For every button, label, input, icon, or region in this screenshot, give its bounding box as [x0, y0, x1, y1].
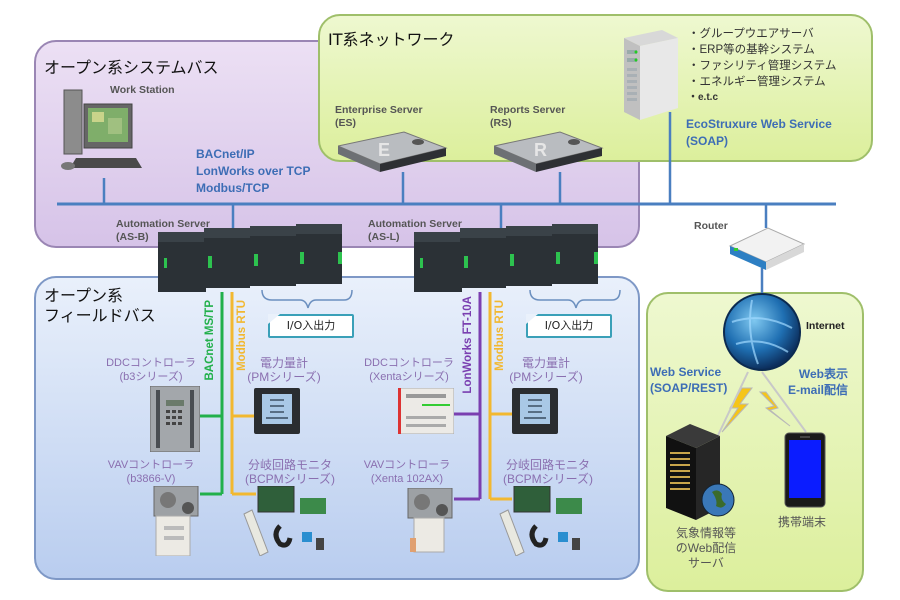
reports-server-name: Reports Server: [490, 104, 566, 116]
field-bus-title: オープン系 フィールドバス: [44, 286, 156, 326]
email-delivery-line2: E-mail配信: [788, 383, 849, 397]
io-box-right: I/O入出力: [526, 314, 612, 338]
ddc-xenta-label: DDCコントローラ (Xentaシリーズ): [354, 356, 464, 384]
automation-server-as-b-icon: [158, 222, 344, 294]
it-system-item: ・ファシリティ管理システム: [688, 60, 837, 72]
power-meter-right-icon: [512, 386, 558, 436]
ecostruxure-web-service-line2: (SOAP): [686, 134, 728, 148]
as-b-code: (AS-B): [116, 231, 149, 243]
web-display-email-label: Web表示 E-mail配信: [788, 366, 848, 398]
enterprise-server-code: (ES): [335, 117, 356, 129]
ddc-b3-line1: DDCコントローラ: [106, 357, 196, 369]
weather-server-label: 気象情報等 のWeb配信 サーバ: [670, 526, 742, 571]
weather-web-server-icon: [664, 422, 738, 522]
power-meter-left-line1: 電力量計: [259, 356, 308, 370]
lightning-bolt-right: [758, 391, 791, 427]
internet-label: Internet: [806, 320, 845, 332]
power-meter-left-line2: (PMシリーズ): [247, 370, 321, 384]
vav-controller-b3866-icon: [152, 485, 200, 557]
it-system-item: ・エネルギー管理システム: [688, 76, 826, 88]
vav-xenta-line2: (Xenta 102AX): [370, 473, 444, 485]
power-meter-right-label: 電力量計 (PMシリーズ): [500, 356, 592, 384]
router-label: Router: [694, 220, 728, 232]
as-b-name: Automation Server: [116, 218, 210, 230]
weather-server-line3: サーバ: [688, 556, 724, 570]
it-network-title: IT系ネットワーク: [328, 30, 455, 49]
bcpm-right-line2: (BCPMシリーズ): [502, 472, 594, 486]
it-system-item: ・ERP等の基幹システム: [688, 44, 815, 56]
web-service-rest-line1: Web Service: [650, 365, 722, 379]
vav-b3866-label: VAVコントローラ (b3866-V): [96, 458, 206, 486]
enterprise-server-name: Enterprise Server: [335, 104, 423, 116]
ddc-controller-xenta-icon: [397, 387, 455, 435]
web-display-line1: Web表示: [798, 367, 849, 381]
protocol-bacnet-ip: BACnet/IP: [196, 147, 255, 161]
io-brace-right: [529, 289, 621, 309]
field-bus-title-line2: フィールドバス: [44, 306, 156, 325]
branch-circuit-monitor-left-icon: [240, 485, 330, 557]
as-l-name: Automation Server: [368, 218, 462, 230]
reports-server-code: (RS): [490, 117, 512, 129]
tower-server-icon: [622, 28, 680, 122]
power-meter-left-label: 電力量計 (PMシリーズ): [238, 356, 330, 384]
protocol-modbus-tcp: Modbus/TCP: [196, 181, 270, 195]
weather-server-line1: 気象情報等: [675, 526, 736, 540]
vav-xenta-line1: VAVコントローラ: [363, 459, 451, 471]
system-bus-title: オープン系システムバス: [44, 58, 219, 77]
power-meter-right-line1: 電力量計: [521, 356, 570, 370]
enterprise-server-icon: E: [336, 130, 448, 176]
vav-controller-xenta-icon: [406, 487, 454, 554]
weather-server-line2: のWeb配信: [675, 541, 737, 555]
it-system-item: ・e.t.c: [688, 92, 719, 103]
it-system-item: ・グループウエアサーバ: [688, 28, 814, 40]
io-box-left: I/O入出力: [268, 314, 354, 338]
as-l-label: Automation Server (AS-L): [368, 218, 462, 244]
power-meter-right-line2: (PMシリーズ): [509, 370, 583, 384]
ddc-b3-line2: (b3シリーズ): [119, 371, 183, 383]
bcpm-right-label: 分岐回路モニタ (BCPMシリーズ): [496, 458, 600, 486]
ecostruxure-web-service-label: EcoStruxure Web Service (SOAP): [686, 116, 832, 150]
vav-xenta-label: VAVコントローラ (Xenta 102AX): [352, 458, 462, 486]
workstation-label: Work Station: [110, 84, 175, 96]
power-meter-left-icon: [254, 386, 300, 436]
bcpm-left-line1: 分岐回路モニタ: [247, 458, 332, 472]
protocol-lonworks-tcp: LonWorks over TCP: [196, 164, 311, 178]
io-brace-left: [261, 289, 353, 309]
enterprise-server-label: Enterprise Server (ES): [335, 104, 423, 130]
bcpm-right-line1: 分岐回路モニタ: [505, 458, 590, 472]
as-b-label: Automation Server (AS-B): [116, 218, 210, 244]
mobile-device-icon: [784, 432, 826, 508]
vav-b3866-line1: VAVコントローラ: [107, 459, 195, 471]
it-systems-list: ・グループウエアサーバ ・ERP等の基幹システム ・ファシリティ管理システム ・…: [688, 26, 836, 106]
enterprise-server-glyph: E: [378, 140, 390, 160]
web-service-rest-line2: (SOAP/REST): [650, 381, 728, 395]
ddc-controller-b3-icon: [149, 385, 201, 453]
ddc-b3-label: DDCコントローラ (b3シリーズ): [96, 356, 206, 384]
router-icon: [728, 226, 806, 270]
reports-server-label: Reports Server (RS): [490, 104, 565, 130]
automation-server-as-l-icon: [414, 222, 600, 294]
ddc-xenta-line2: (Xentaシリーズ): [369, 371, 449, 383]
as-l-code: (AS-L): [368, 231, 400, 243]
ddc-xenta-line1: DDCコントローラ: [364, 357, 454, 369]
internet-globe-icon: [722, 292, 802, 372]
vav-b3866-line2: (b3866-V): [126, 473, 176, 485]
reports-server-icon: R: [492, 130, 604, 176]
link-globe-mobile: [761, 371, 807, 433]
ip-protocol-list: BACnet/IP LonWorks over TCP Modbus/TCP: [196, 146, 310, 197]
branch-circuit-monitor-right-icon: [496, 485, 586, 557]
mobile-device-label: 携帯端末: [778, 515, 827, 529]
bcpm-left-line2: (BCPMシリーズ): [244, 472, 336, 486]
reports-server-glyph: R: [534, 140, 547, 160]
bcpm-left-label: 分岐回路モニタ (BCPMシリーズ): [238, 458, 342, 486]
workstation-icon: [58, 84, 142, 176]
ecostruxure-web-service-line1: EcoStruxure Web Service: [686, 117, 832, 131]
field-bus-title-line1: オープン系: [44, 286, 124, 305]
web-service-rest-label: Web Service (SOAP/REST): [650, 364, 727, 396]
